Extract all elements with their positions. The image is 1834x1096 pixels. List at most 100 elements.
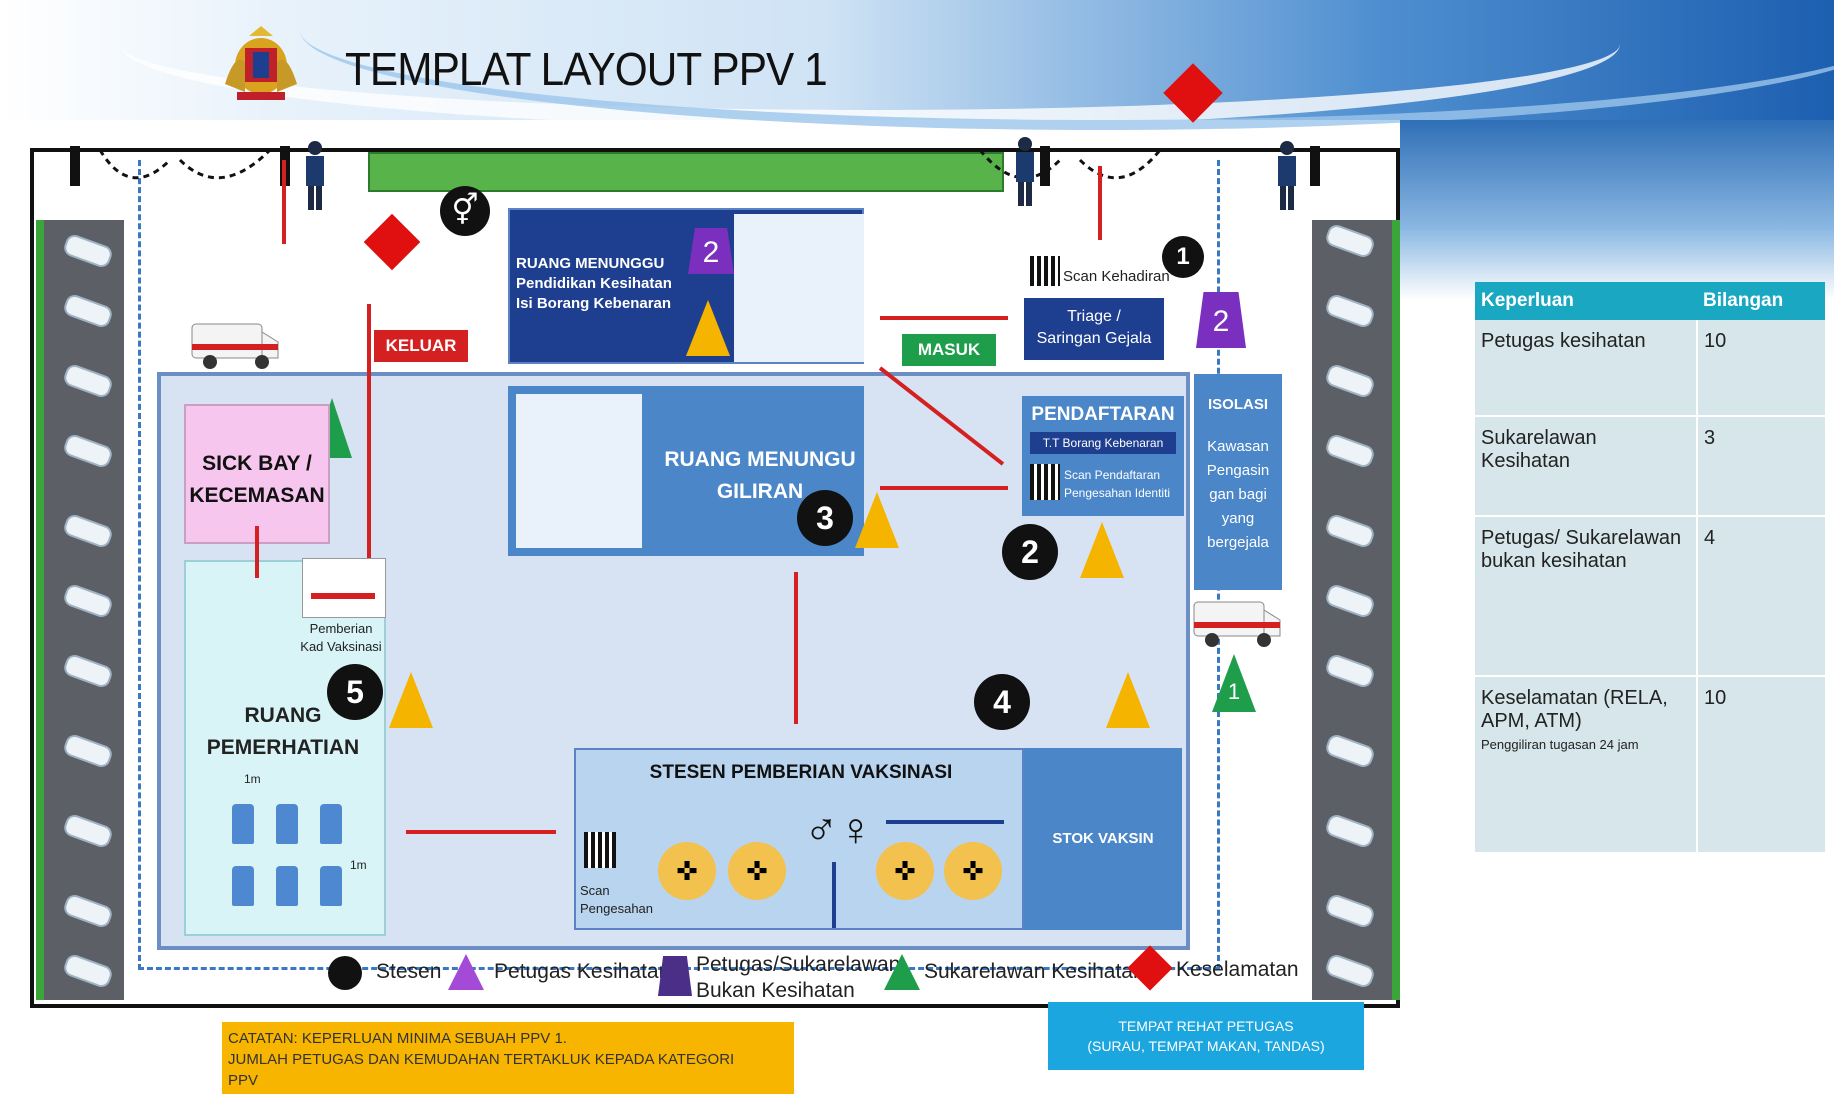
station-2-marker: 2 bbox=[1002, 524, 1058, 580]
divider bbox=[886, 820, 1004, 824]
note-line: JUMLAH PETUGAS DAN KEMUDAHAN TERTAKLUK K… bbox=[228, 1051, 735, 1068]
legend-non-health-staff: Petugas/Sukarelawan bbox=[696, 953, 901, 976]
vaccine-card-image bbox=[302, 558, 386, 618]
triage-line: Saringan Gejala bbox=[1036, 330, 1152, 347]
flow-arrow bbox=[880, 486, 1008, 490]
legend-non-health-staff: Bukan Kesihatan bbox=[696, 979, 855, 1002]
isolation-line: yang bbox=[1221, 510, 1255, 527]
flow-arrow bbox=[255, 526, 259, 578]
staff-rest-area: TEMPAT REHAT PETUGAS (SURAU, TEMPAT MAKA… bbox=[1048, 1002, 1364, 1070]
vaccination-station-title: STESEN PEMBERIAN VAKSINASI bbox=[649, 762, 953, 783]
isolation-line: Kawasan bbox=[1207, 438, 1269, 455]
rest-area-subtitle: (SURAU, TEMPAT MAKAN, TANDAS) bbox=[1087, 1038, 1325, 1054]
isolation-line: bergejala bbox=[1207, 534, 1269, 551]
purple-marker: 2 bbox=[688, 228, 734, 274]
station-5-marker: 5 bbox=[327, 664, 383, 720]
isolation-line: gan bagi bbox=[1209, 486, 1267, 503]
qr-code-icon bbox=[584, 832, 616, 868]
spacing-label: 1m bbox=[244, 772, 261, 786]
scan-attendance-label: Scan Kehadiran bbox=[1063, 268, 1170, 285]
vaccination-station: STESEN PEMBERIAN VAKSINASI Scan Pengesah… bbox=[574, 748, 1024, 930]
vaccine-card-label: Kad Vaksinasi bbox=[300, 639, 382, 654]
vaccine-card-label: Pemberian bbox=[309, 621, 373, 636]
observation-room-title: PEMERHATIAN bbox=[206, 736, 360, 759]
triage-box: Triage / Saringan Gejala bbox=[1024, 298, 1164, 360]
right-background bbox=[1400, 120, 1834, 300]
qr-code-icon bbox=[1030, 256, 1060, 286]
hedge bbox=[368, 152, 1004, 192]
vaccine-stock: STOK VAKSIN bbox=[1024, 748, 1182, 930]
exit-label: KELUAR bbox=[374, 330, 468, 362]
banner-swoosh-2 bbox=[300, 0, 1834, 130]
health-staff-triangle-icon bbox=[686, 300, 730, 356]
flow-arrow bbox=[880, 316, 1008, 320]
spacing-label: 1m bbox=[350, 858, 367, 872]
queue-room-title: RUANG MENUNGU bbox=[664, 448, 856, 471]
registration-title: PENDAFTARAN bbox=[1031, 404, 1175, 425]
flow-arrow bbox=[406, 830, 556, 834]
isolation-title: ISOLASI bbox=[1207, 396, 1268, 413]
chair-grid bbox=[516, 394, 642, 548]
legend-triangle-icon bbox=[448, 954, 484, 990]
flow-arrow bbox=[367, 304, 371, 558]
sick-bay-title: SICK BAY / bbox=[202, 452, 312, 475]
health-staff-triangle-icon bbox=[1080, 522, 1124, 578]
table-cell-text: Keselamatan (RELA, APM, ATM) bbox=[1481, 687, 1668, 732]
legend-green-triangle-icon bbox=[884, 954, 920, 990]
note-box: CATATAN: KEPERLUAN MINIMA SEBUAH PPV 1. … bbox=[222, 1022, 794, 1094]
guard-icon bbox=[1016, 137, 1034, 206]
syringe-icon: ✜ bbox=[944, 842, 1002, 900]
sick-bay-title: KECEMASAN bbox=[189, 484, 325, 507]
observation-chairs bbox=[226, 800, 354, 924]
page-title: TEMPLAT LAYOUT PPV 1 bbox=[345, 43, 828, 95]
health-staff-triangle-icon bbox=[1106, 672, 1150, 728]
station-3-marker: 3 bbox=[797, 490, 853, 546]
note-line: CATATAN: KEPERLUAN MINIMA SEBUAH PPV 1. bbox=[228, 1030, 567, 1047]
syringe-icon: ✜ bbox=[728, 842, 786, 900]
syringe-icon: ✜ bbox=[876, 842, 934, 900]
ambulance-icon bbox=[191, 323, 279, 369]
registration-box: PENDAFTARAN T.T Borang Kebenaran Scan Pe… bbox=[1022, 396, 1184, 516]
health-staff-triangle-icon bbox=[389, 672, 433, 728]
flow-arrow bbox=[282, 160, 286, 244]
table-cell: 10 bbox=[1704, 687, 1727, 709]
table-header: Keperluan bbox=[1475, 282, 1697, 320]
table-cell-subtext: Penggiliran tugasan 24 jam bbox=[1481, 737, 1639, 752]
legend-stesen: Stesen bbox=[376, 960, 442, 983]
table-row: Keselamatan (RELA, APM, ATM) Penggiliran… bbox=[1475, 676, 1825, 852]
scan-verification-label: Scan bbox=[580, 883, 610, 898]
health-staff-triangle-icon bbox=[855, 492, 899, 548]
legend-health-volunteer: Sukarelawan Kesihatan bbox=[924, 960, 1145, 983]
waiting-room-line: Isi Borang Kebenaran bbox=[516, 295, 672, 312]
note-line: PPV bbox=[228, 1072, 259, 1089]
scan-verification-label: Pengesahan bbox=[580, 901, 654, 916]
observation-room-title: RUANG bbox=[244, 704, 322, 727]
coat-of-arms-icon bbox=[225, 26, 297, 100]
table-row: Petugas/ Sukarelawan bukan kesihatan 4 bbox=[1475, 516, 1825, 677]
toilet-people-icon: ♂♀ bbox=[804, 803, 873, 855]
legend-security: Keselamatan bbox=[1176, 958, 1299, 981]
ambulance-icon bbox=[1193, 601, 1281, 647]
sick-bay: SICK BAY / KECEMASAN bbox=[184, 404, 330, 544]
table-cell: 4 bbox=[1697, 516, 1825, 677]
syringe-icon: ✜ bbox=[658, 842, 716, 900]
flow-arrow bbox=[1098, 166, 1102, 240]
parking-left bbox=[36, 220, 124, 1000]
triage-line: Triage / bbox=[1067, 308, 1121, 325]
purple-marker: 2 bbox=[1196, 292, 1246, 348]
table-cell: Keselamatan (RELA, APM, ATM) Penggiliran… bbox=[1475, 676, 1698, 852]
divider bbox=[832, 862, 836, 928]
scan-registration-label: Pengesahan Identiti bbox=[1064, 486, 1171, 500]
queue-room-title: GILIRAN bbox=[716, 480, 804, 503]
table-row: Petugas kesihatan 10 bbox=[1475, 320, 1825, 417]
scan-registration-label: Scan Pendaftaran bbox=[1064, 468, 1161, 482]
table-cell: Sukarelawan Kesihatan bbox=[1475, 416, 1698, 517]
table-cell: 10 bbox=[1697, 320, 1825, 417]
station-1-marker: 1 bbox=[1162, 236, 1204, 278]
legend-trapezoid-icon bbox=[658, 956, 692, 996]
legend-health-staff: Petugas Kesihatan bbox=[494, 960, 671, 983]
station-legend-icon bbox=[328, 956, 362, 990]
waiting-room-education: RUANG MENUNGGU Pendidikan Kesihatan Isi … bbox=[508, 208, 864, 364]
flow-arrow bbox=[794, 572, 798, 724]
table-cell: Petugas kesihatan bbox=[1475, 320, 1698, 417]
